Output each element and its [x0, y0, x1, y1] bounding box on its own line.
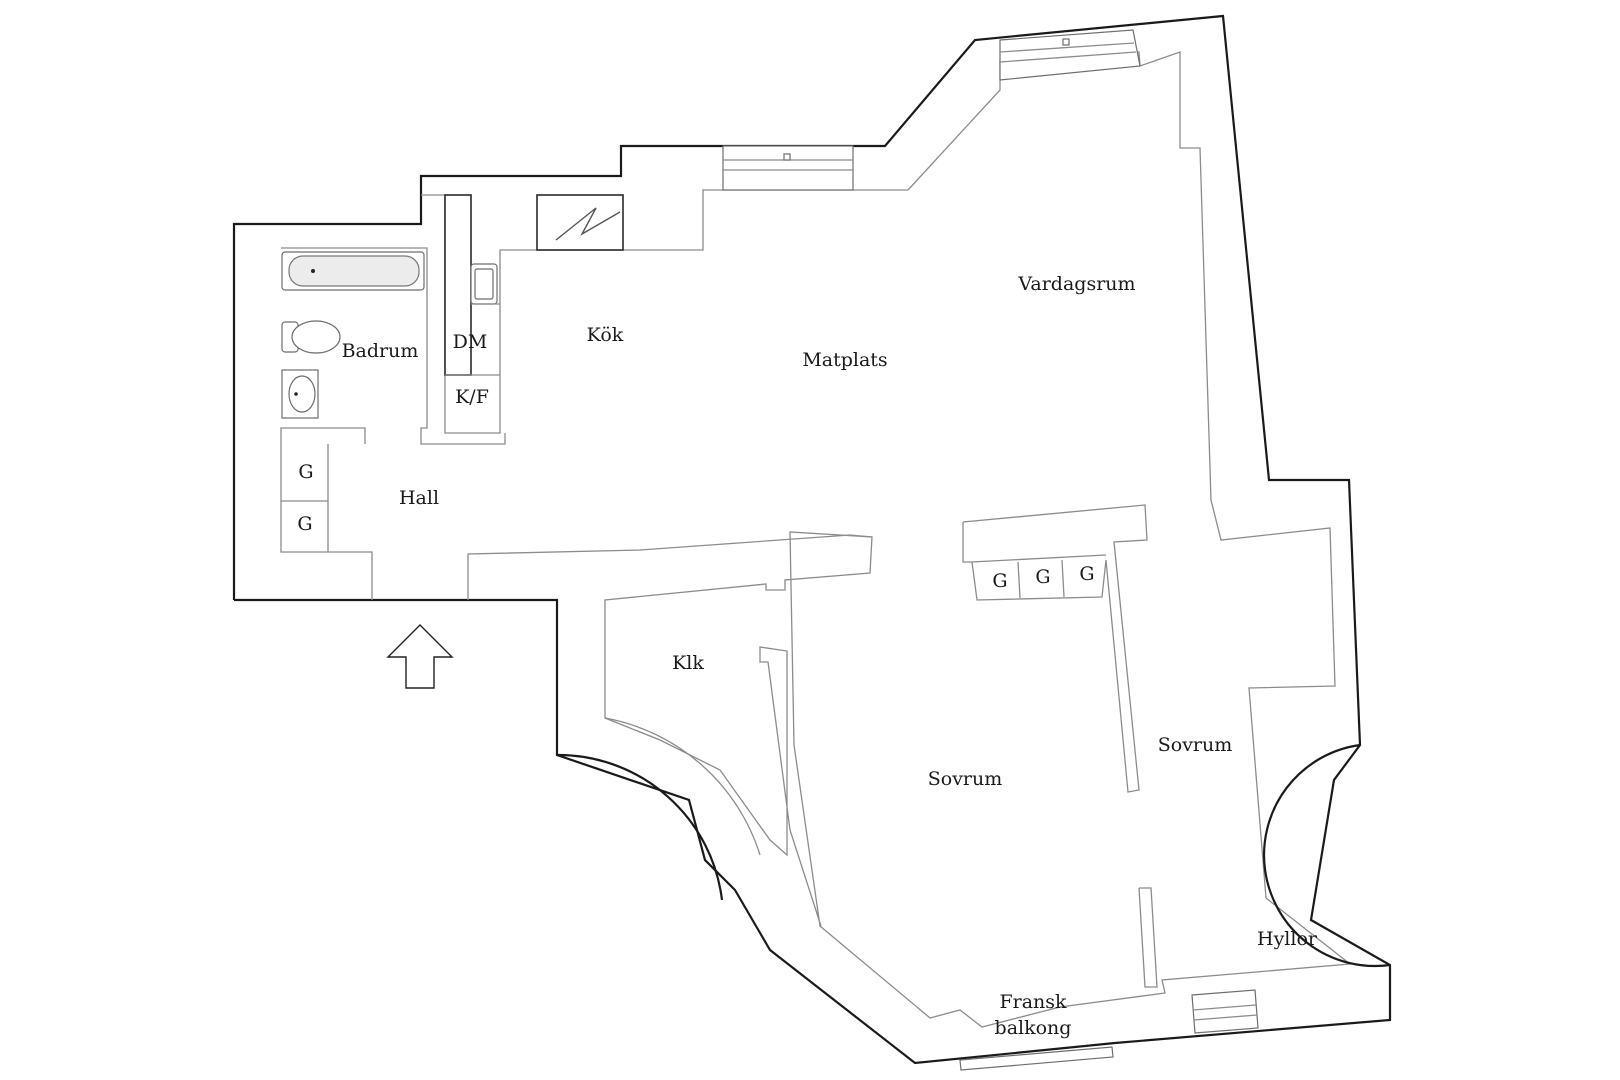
window-top-right: [999, 29, 1141, 81]
wardrobe-divider: [971, 554, 1107, 563]
wardrobe-label-bed-3: G: [1079, 563, 1094, 585]
room-label-klk: Klk: [672, 652, 704, 674]
room-label-sovrum-main: Sovrum: [928, 768, 1003, 790]
wardrobe-wall: [962, 504, 1148, 793]
room-label-fransk: Fransk: [999, 991, 1067, 1013]
stove-icon: [536, 194, 624, 251]
wardrobe-label-bed-1: G: [992, 570, 1007, 592]
room-label-hall: Hall: [399, 487, 439, 509]
wardrobe-label-hall-2: G: [297, 513, 312, 535]
french-balcony-door: [959, 1046, 1114, 1071]
bay-wall-left: [556, 753, 724, 901]
entrance-arrow-icon: [386, 624, 454, 689]
sink-icon: [470, 263, 498, 305]
kitchen-counter: [444, 194, 472, 376]
inner-wall-top: [421, 189, 908, 434]
bedroom-partition: [1138, 887, 1158, 988]
wardrobe-label-bed-2: G: [1035, 566, 1050, 588]
room-label-hyllor: Hyllor: [1257, 928, 1318, 950]
toilet-icon: [281, 320, 341, 354]
room-label-balkong: balkong: [995, 1017, 1072, 1039]
inner-wall-main: [604, 51, 1352, 1028]
room-label-kf: K/F: [455, 386, 489, 408]
bathtub-icon: [281, 251, 425, 291]
room-label-badrum: Badrum: [342, 340, 419, 362]
window-bottom-right: [1191, 989, 1259, 1034]
inner-wall-hall-right: [467, 534, 873, 600]
inner-wall-bath-bottom: [280, 427, 366, 444]
bay-inner-left: [604, 717, 761, 856]
washbasin-icon: [281, 369, 319, 419]
room-label-dm: DM: [453, 331, 488, 353]
room-label-matplats: Matplats: [802, 349, 887, 371]
bay-wall-right: [1262, 743, 1391, 968]
inner-wall-bath: [281, 247, 506, 445]
wardrobe-divider: [1061, 559, 1065, 598]
inner-wall-left: [280, 444, 373, 600]
room-label-kok: Kök: [587, 324, 624, 346]
window-top-left: [722, 145, 854, 191]
room-label-vardagsrum: Vardagsrum: [1017, 273, 1135, 295]
wardrobe-divider: [1017, 561, 1021, 599]
wardrobe-label-hall-1: G: [298, 461, 313, 483]
room-label-sovrum-right: Sovrum: [1158, 734, 1233, 756]
outer-wall: [232, 14, 1392, 1065]
